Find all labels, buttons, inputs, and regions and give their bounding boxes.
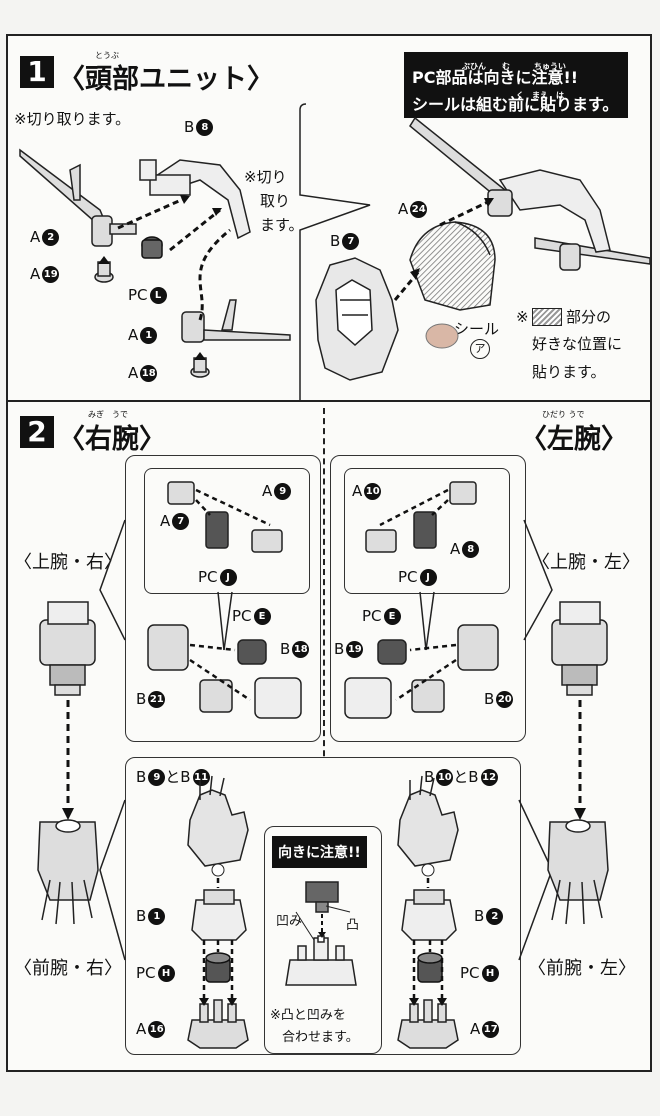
forearm-right-label: 〈前腕・右〉 xyxy=(14,958,122,979)
sticker-note: 好きな位置に xyxy=(532,335,623,353)
cut-side-note: ます。 xyxy=(260,216,304,234)
section-divider xyxy=(6,400,652,402)
head-parts-illustration xyxy=(19,103,651,400)
step-number: 2 xyxy=(20,416,54,448)
seal-mark: ア xyxy=(470,339,490,359)
sticker-note: 部分の xyxy=(566,308,612,326)
shoulder-joint-subpanel xyxy=(144,468,310,594)
forearm-left-label: 〈前腕・左〉 xyxy=(528,958,636,979)
upper-arm-left-label: 〈上腕・左〉 xyxy=(532,552,640,573)
cut-side-note: ※切り xyxy=(244,168,287,186)
title-ruby: みぎ うで xyxy=(88,410,128,419)
cut-side-note: 取り xyxy=(260,192,291,210)
sticker-note: ※ xyxy=(516,308,529,326)
match-note: 合わせます。 xyxy=(282,1030,359,1045)
hatched-swatch xyxy=(532,308,562,326)
title-ruby: ひだり うで xyxy=(542,410,585,419)
upper-arm-right-label: 〈上腕・右〉 xyxy=(14,552,122,573)
sticker-note: 貼ります。 xyxy=(532,363,606,381)
arm-divider xyxy=(323,408,325,1028)
step-title: 〈頭部ユニット〉 xyxy=(58,64,274,95)
orientation-title: 向きに注意!! xyxy=(272,836,367,868)
notice-ruby: ぶひん む ちゅうい xyxy=(462,62,566,71)
seal-label: シール xyxy=(454,320,500,338)
cut-note: ※切り取ります。 xyxy=(14,110,131,128)
notice-line: シールは組む前に貼ります。 xyxy=(412,95,619,114)
notice-line: PC部品は向きに注意!! xyxy=(412,68,579,87)
shoulder-joint-subpanel xyxy=(344,468,510,594)
match-note: ※凸と凹みを xyxy=(270,1008,346,1023)
notice-ruby: く まえ は xyxy=(516,91,564,100)
convex-label: 凸 xyxy=(346,918,360,933)
step-title-left: 〈左腕〉 xyxy=(520,424,628,455)
step-number: 1 xyxy=(20,56,54,88)
title-ruby: とうぶ xyxy=(95,51,119,60)
notice-box: ぶひん む ちゅうい PC部品は向きに注意!! く まえ は シールは組む前に貼… xyxy=(404,52,628,118)
step-title-right: 〈右腕〉 xyxy=(58,424,166,455)
concave-label: 凹み xyxy=(276,914,303,929)
